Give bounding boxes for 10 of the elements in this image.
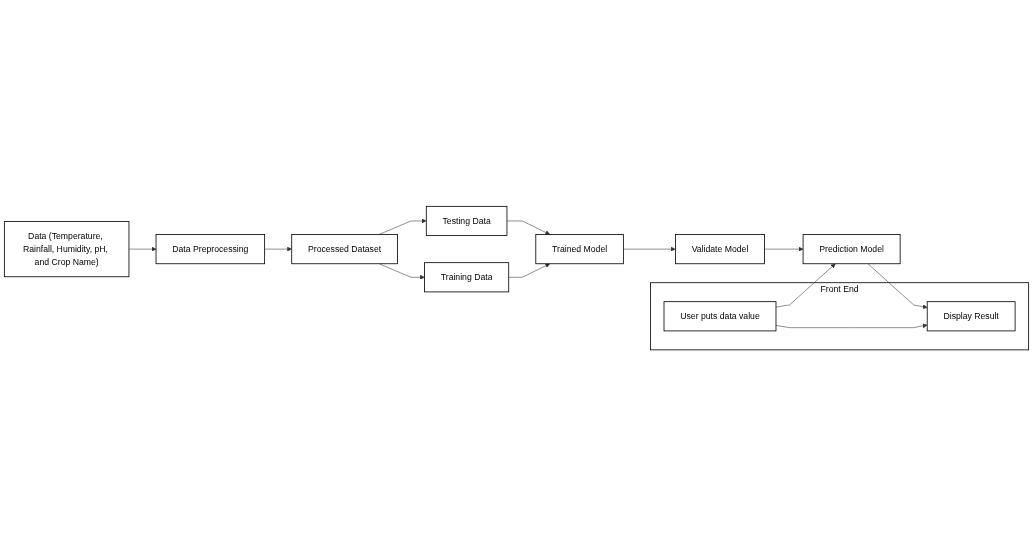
node-box: Processed Dataset xyxy=(291,234,398,265)
node-box: Trained Model xyxy=(535,234,624,265)
node-box: Testing Data xyxy=(425,206,508,237)
node-box: Prediction Model xyxy=(802,234,901,265)
node-box: Data (Temperature, Rainfall, Humidity, pH, and Crop Name) xyxy=(3,221,130,278)
node-box: Display Result xyxy=(926,301,1016,332)
node-box: Training Data xyxy=(424,262,510,293)
node-box: Validate Model xyxy=(675,234,765,265)
node-box: User puts data value xyxy=(663,301,777,332)
node-box: Data Preprocessing xyxy=(155,234,266,265)
